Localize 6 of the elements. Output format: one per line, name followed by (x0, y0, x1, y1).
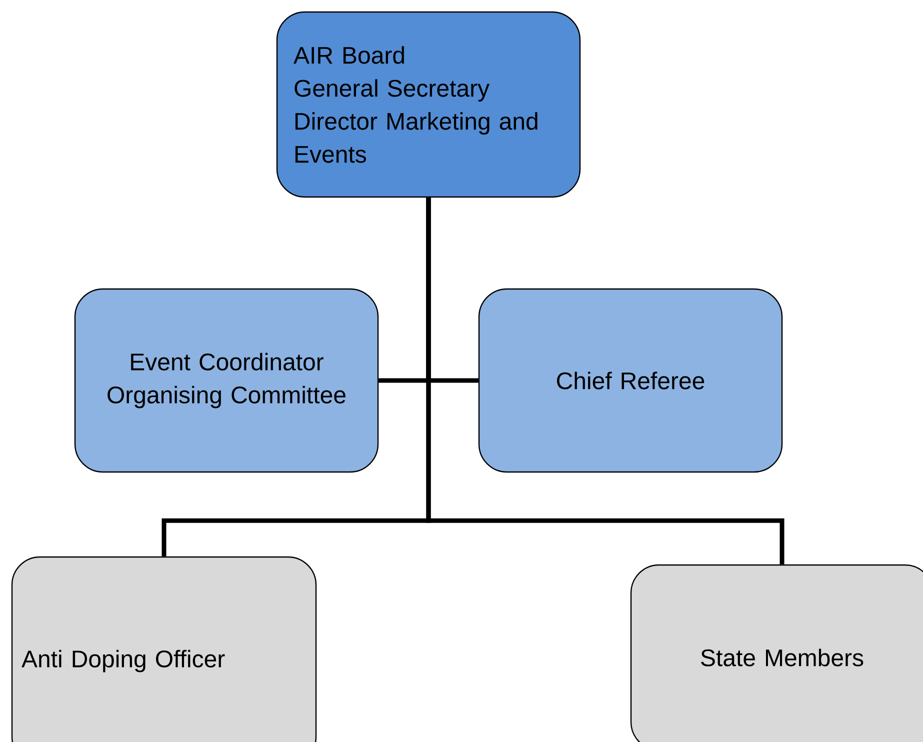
org-box: Event Coordinator Organising Committee (74, 288, 379, 473)
connector-line (426, 198, 784, 564)
org-box: State Members (630, 564, 923, 742)
org-box: Anti Doping Officer (11, 556, 317, 742)
org-box: Chief Referee (478, 288, 783, 473)
org-box: AIR Board General Secretary Director Marketing and Events (276, 11, 581, 198)
